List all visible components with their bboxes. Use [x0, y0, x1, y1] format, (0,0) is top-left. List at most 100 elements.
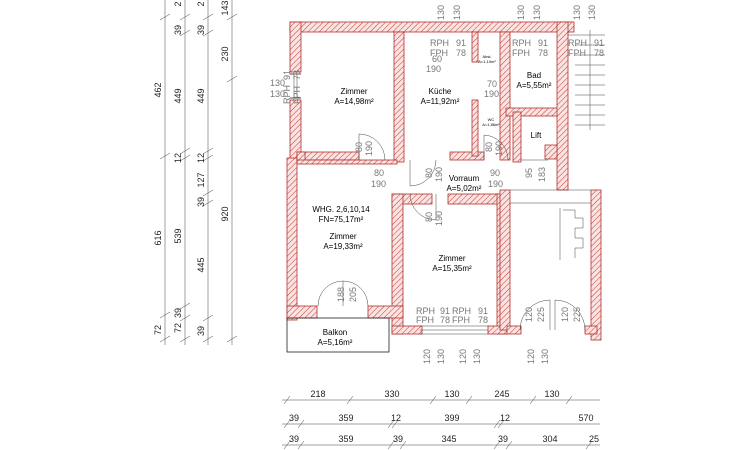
- room-vorraum-name: Vorraum: [449, 174, 480, 183]
- dim-bottom3-345: 345: [441, 434, 456, 444]
- rph-stair: RPH: [568, 38, 587, 48]
- rph-value-left: 91: [282, 70, 292, 80]
- win-z3-d: 130: [472, 349, 482, 364]
- dim-left4-230: 230: [220, 46, 230, 61]
- dim-bottom2-359: 359: [338, 413, 353, 423]
- room-wc-area: A=1,86m²: [482, 122, 500, 127]
- balcony-outline: [286, 317, 390, 353]
- door-lift-w: 95: [524, 168, 534, 178]
- dim-left3-39c: 39: [196, 326, 206, 336]
- dim-left3-39a: 39: [196, 25, 206, 35]
- dim-top-2b: 2: [196, 1, 206, 6]
- room-labels: Zimmer A=14,98m² Küche A=11,92m² Bad A=5…: [312, 54, 551, 347]
- door-z1-h: 190: [364, 141, 374, 156]
- dim-left3-12: 12: [196, 153, 206, 163]
- room-zimmer2-name: Zimmer: [329, 232, 356, 241]
- dim-bottom1-130b: 130: [544, 389, 559, 399]
- win-st-a: 120: [526, 349, 536, 364]
- dim-left2-72: 72: [173, 323, 183, 333]
- rph-bad: RPH: [512, 38, 531, 48]
- door-z3-h: 190: [434, 211, 444, 226]
- room-balkon-area: A=5,16m²: [318, 338, 353, 347]
- win-st-b: 130: [540, 349, 550, 364]
- door-vr-h: 190: [371, 179, 386, 189]
- walls: [286, 21, 602, 341]
- fph-kueche-val: 78: [456, 48, 466, 58]
- window-width-130: 130: [270, 89, 285, 99]
- fph-value-left: 78: [292, 70, 302, 80]
- rph-kueche-val: 91: [456, 38, 466, 48]
- win-z3-c: 120: [458, 349, 468, 364]
- dim-bottom3-39b: 39: [393, 434, 403, 444]
- room-abst-area: A=1,10m²: [478, 59, 496, 64]
- rph-z3-1-val: 91: [440, 306, 450, 316]
- door-entry-h: 190: [488, 179, 503, 189]
- top-window-3: 130: [516, 5, 526, 20]
- room-bad-name: Bad: [527, 71, 541, 80]
- door-abst-w: 60: [432, 54, 442, 64]
- door-stair-1w: 120: [524, 307, 534, 322]
- door-abst-h: 190: [426, 64, 441, 74]
- room-zimmer1-area: A=14,98m²: [334, 97, 374, 106]
- left-dimension-chains: 462 616 72 39 449 12 539 72 39 39 449 12…: [153, 0, 238, 345]
- dim-bottom2-39: 39: [289, 413, 299, 423]
- dim-bottom1-245: 245: [494, 389, 509, 399]
- door-wc-h: 190: [494, 141, 504, 156]
- room-kueche-name: Küche: [429, 87, 452, 96]
- door-stair-2w: 120: [560, 307, 570, 322]
- dim-bottom1-218: 218: [310, 389, 325, 399]
- door-balkon-h1: 188: [336, 287, 346, 302]
- fph-z3-2: FPH: [452, 315, 470, 325]
- win-z3-b: 130: [436, 349, 446, 364]
- stairs: [510, 30, 605, 260]
- room-bad-area: A=5,55m²: [517, 81, 552, 90]
- room-wc-name: WC: [488, 117, 495, 122]
- fph-kueche: FPH: [430, 48, 448, 58]
- dim-left3-445: 445: [196, 257, 206, 272]
- room-zimmer2-area: A=19,33m²: [323, 242, 363, 251]
- room-zimmer1-name: Zimmer: [340, 87, 367, 96]
- door-vr-w: 80: [374, 168, 384, 178]
- door-bad-w: 70: [487, 79, 497, 89]
- dim-top-143: 143: [220, 0, 230, 15]
- dim-left2-12: 12: [173, 153, 183, 163]
- room-balkon-name: Balkon: [323, 328, 347, 337]
- dim-left3-39b: 39: [196, 197, 206, 207]
- dim-bottom1-130a: 130: [444, 389, 459, 399]
- door-stair-2: 225: [572, 307, 582, 322]
- rph-bad-val: 91: [538, 38, 548, 48]
- door-stair-1: 225: [536, 307, 546, 322]
- dim-left3-127: 127: [196, 172, 206, 187]
- top-window-4: 130: [532, 5, 542, 20]
- door-lift-h: 183: [537, 167, 547, 182]
- rph-kueche: RPH: [430, 38, 449, 48]
- dim-bottom3-39c: 39: [498, 434, 508, 444]
- rph-stair-val: 91: [594, 38, 604, 48]
- dim-bottom2-399: 399: [444, 413, 459, 423]
- doors: [317, 133, 586, 331]
- room-lift-name: Lift: [531, 131, 542, 140]
- rph-z3-2-val: 91: [478, 306, 488, 316]
- rph-z3-1: RPH: [416, 306, 435, 316]
- door-vr2-w: 80: [424, 168, 434, 178]
- rph-label-left: RPH: [282, 85, 292, 104]
- rph-z3-2: RPH: [452, 306, 471, 316]
- fph-bad: FPH: [512, 48, 530, 58]
- room-kueche-area: A=11,92m²: [421, 97, 460, 106]
- dim-left1-616: 616: [153, 230, 163, 245]
- door-z3-w: 80: [424, 212, 434, 222]
- door-vr2-h: 190: [434, 167, 444, 182]
- apartment-number: WHG. 2,6,10,14: [312, 205, 370, 214]
- dim-left2-39a: 39: [173, 25, 183, 35]
- dim-left4-920: 920: [220, 206, 230, 221]
- fph-z3-2-val: 78: [478, 315, 488, 325]
- dim-bottom1-330: 330: [384, 389, 399, 399]
- dim-bottom3-304: 304: [542, 434, 557, 444]
- window-height-130: 130: [270, 78, 285, 88]
- dim-left2-449: 449: [173, 88, 183, 103]
- fph-z3-1: FPH: [416, 315, 434, 325]
- opening-annotations: 130 130 RPH 91 FPH 78 130 130 130 130 13…: [270, 5, 604, 364]
- top-window-5: 130: [572, 5, 582, 20]
- fph-z3-1-val: 78: [440, 315, 450, 325]
